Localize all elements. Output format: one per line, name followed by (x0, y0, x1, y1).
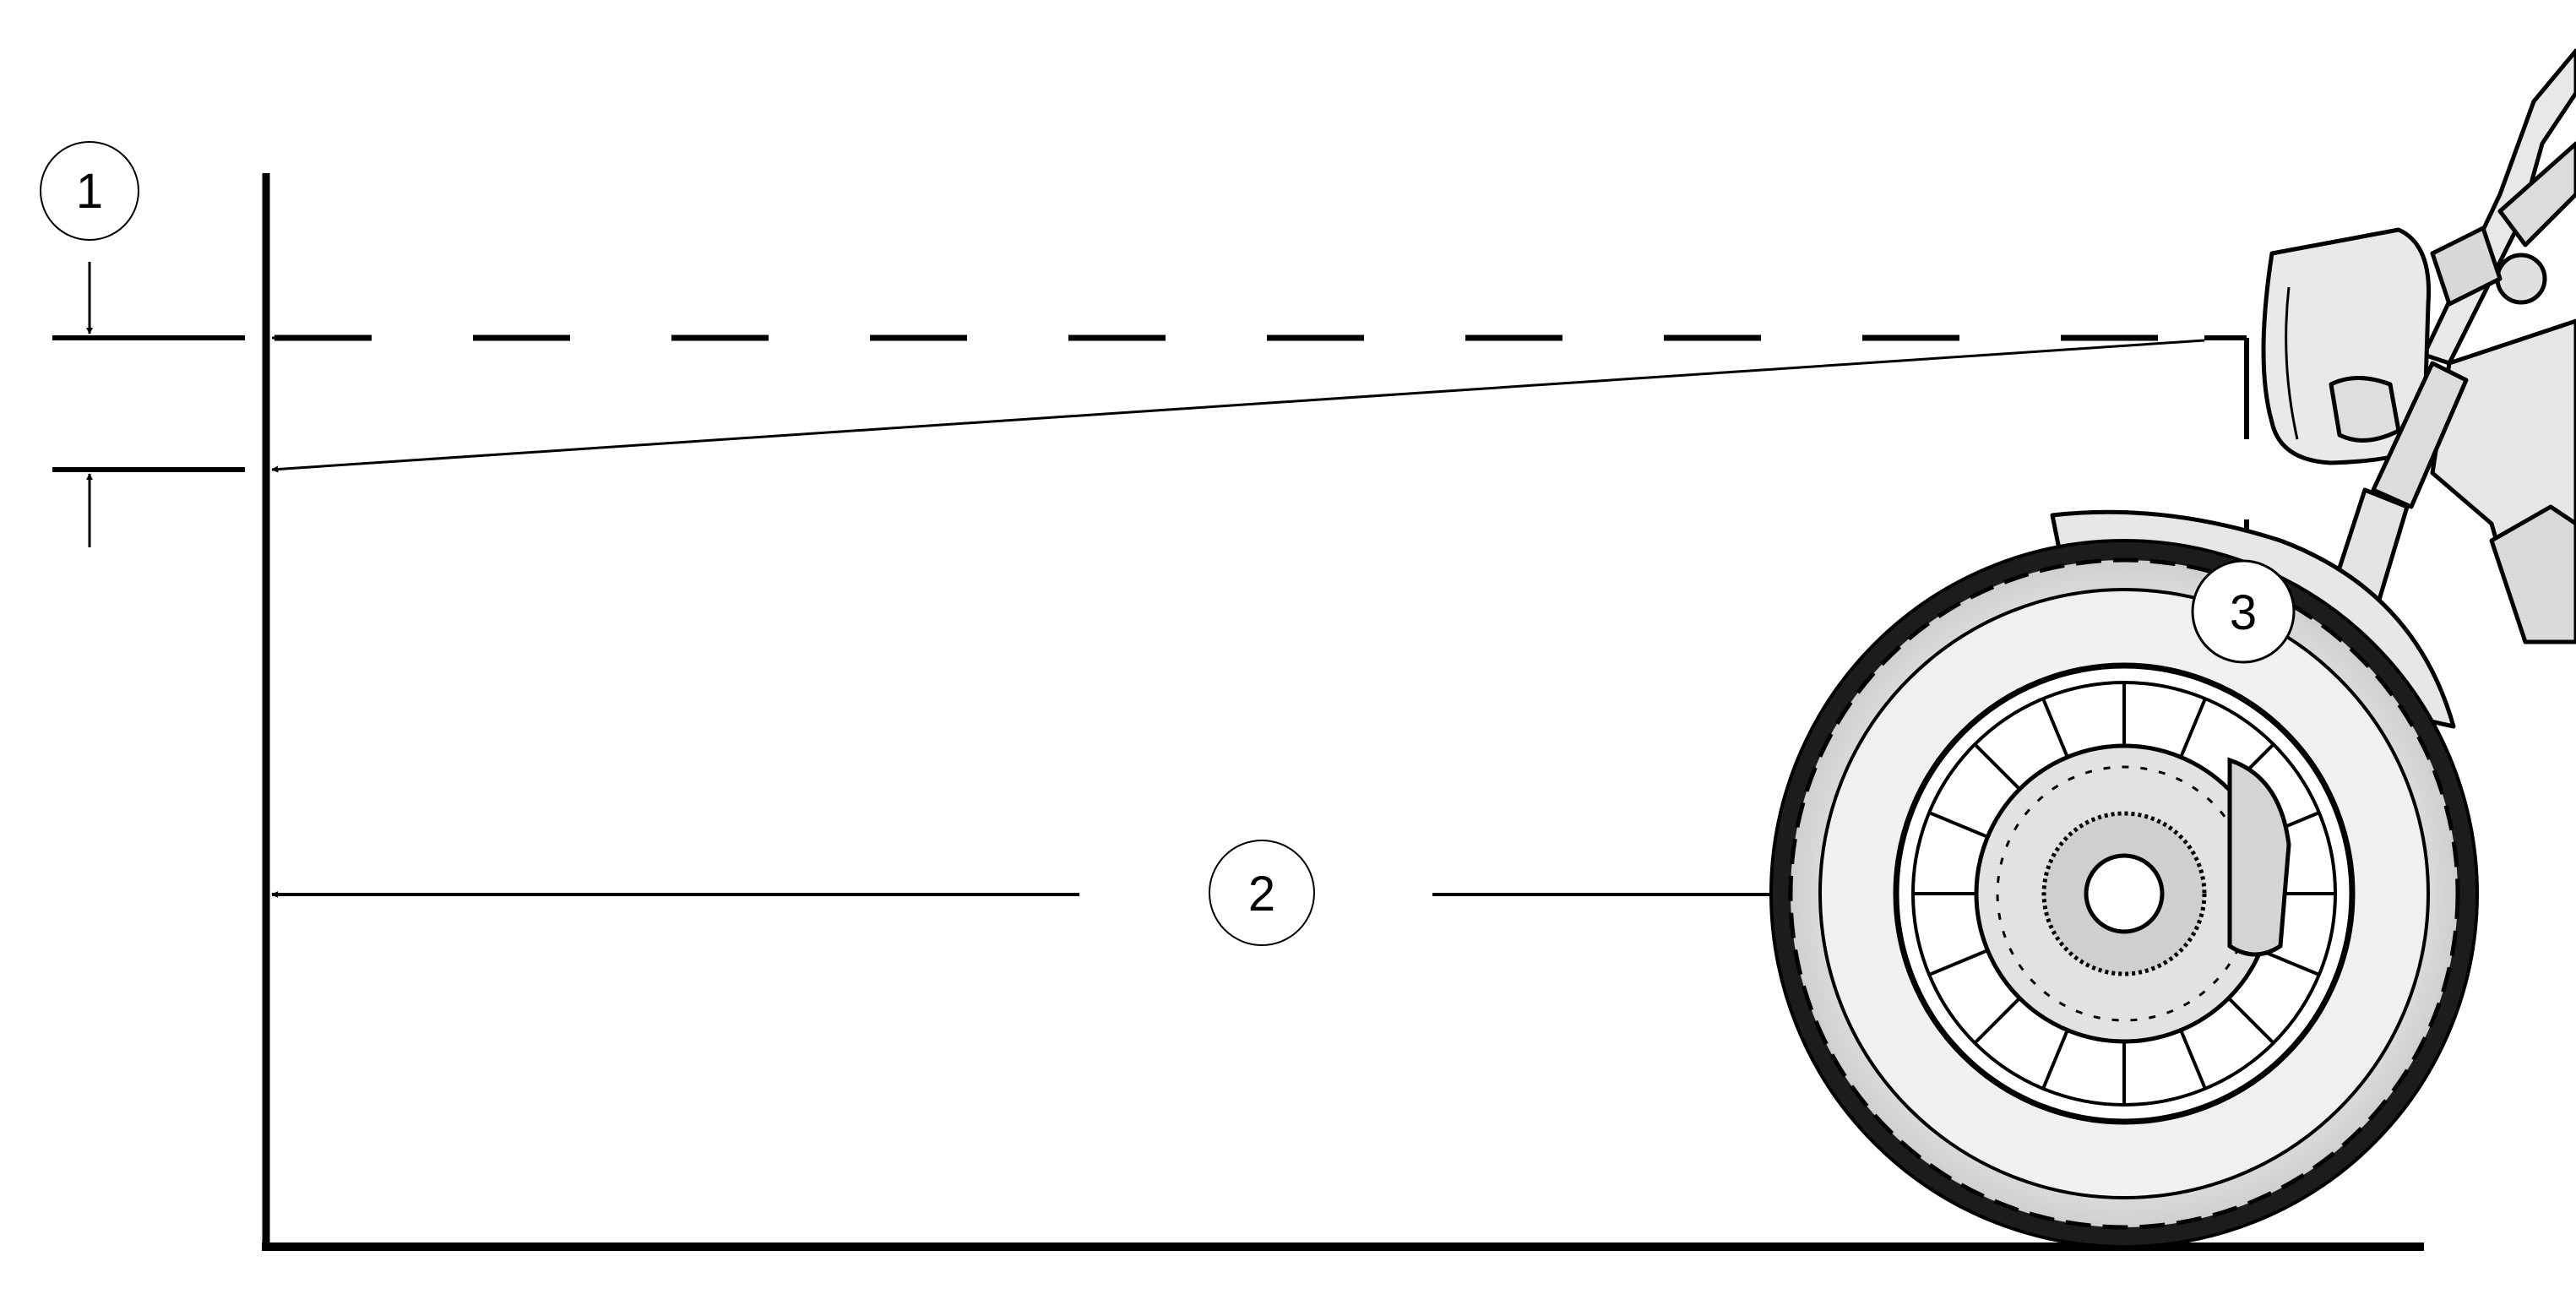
callout-3-label: 3 (2230, 585, 2257, 640)
motorcycle-front (2050, 48, 2576, 923)
callout-3: 3 (2191, 559, 2296, 664)
front-wheel (1769, 539, 2479, 1248)
callout-2: 2 (1209, 840, 1315, 946)
callout-1: 1 (40, 141, 139, 241)
callout-2-label: 2 (1248, 867, 1275, 922)
callout-1-label: 1 (76, 164, 103, 219)
beam-line (271, 339, 2205, 473)
